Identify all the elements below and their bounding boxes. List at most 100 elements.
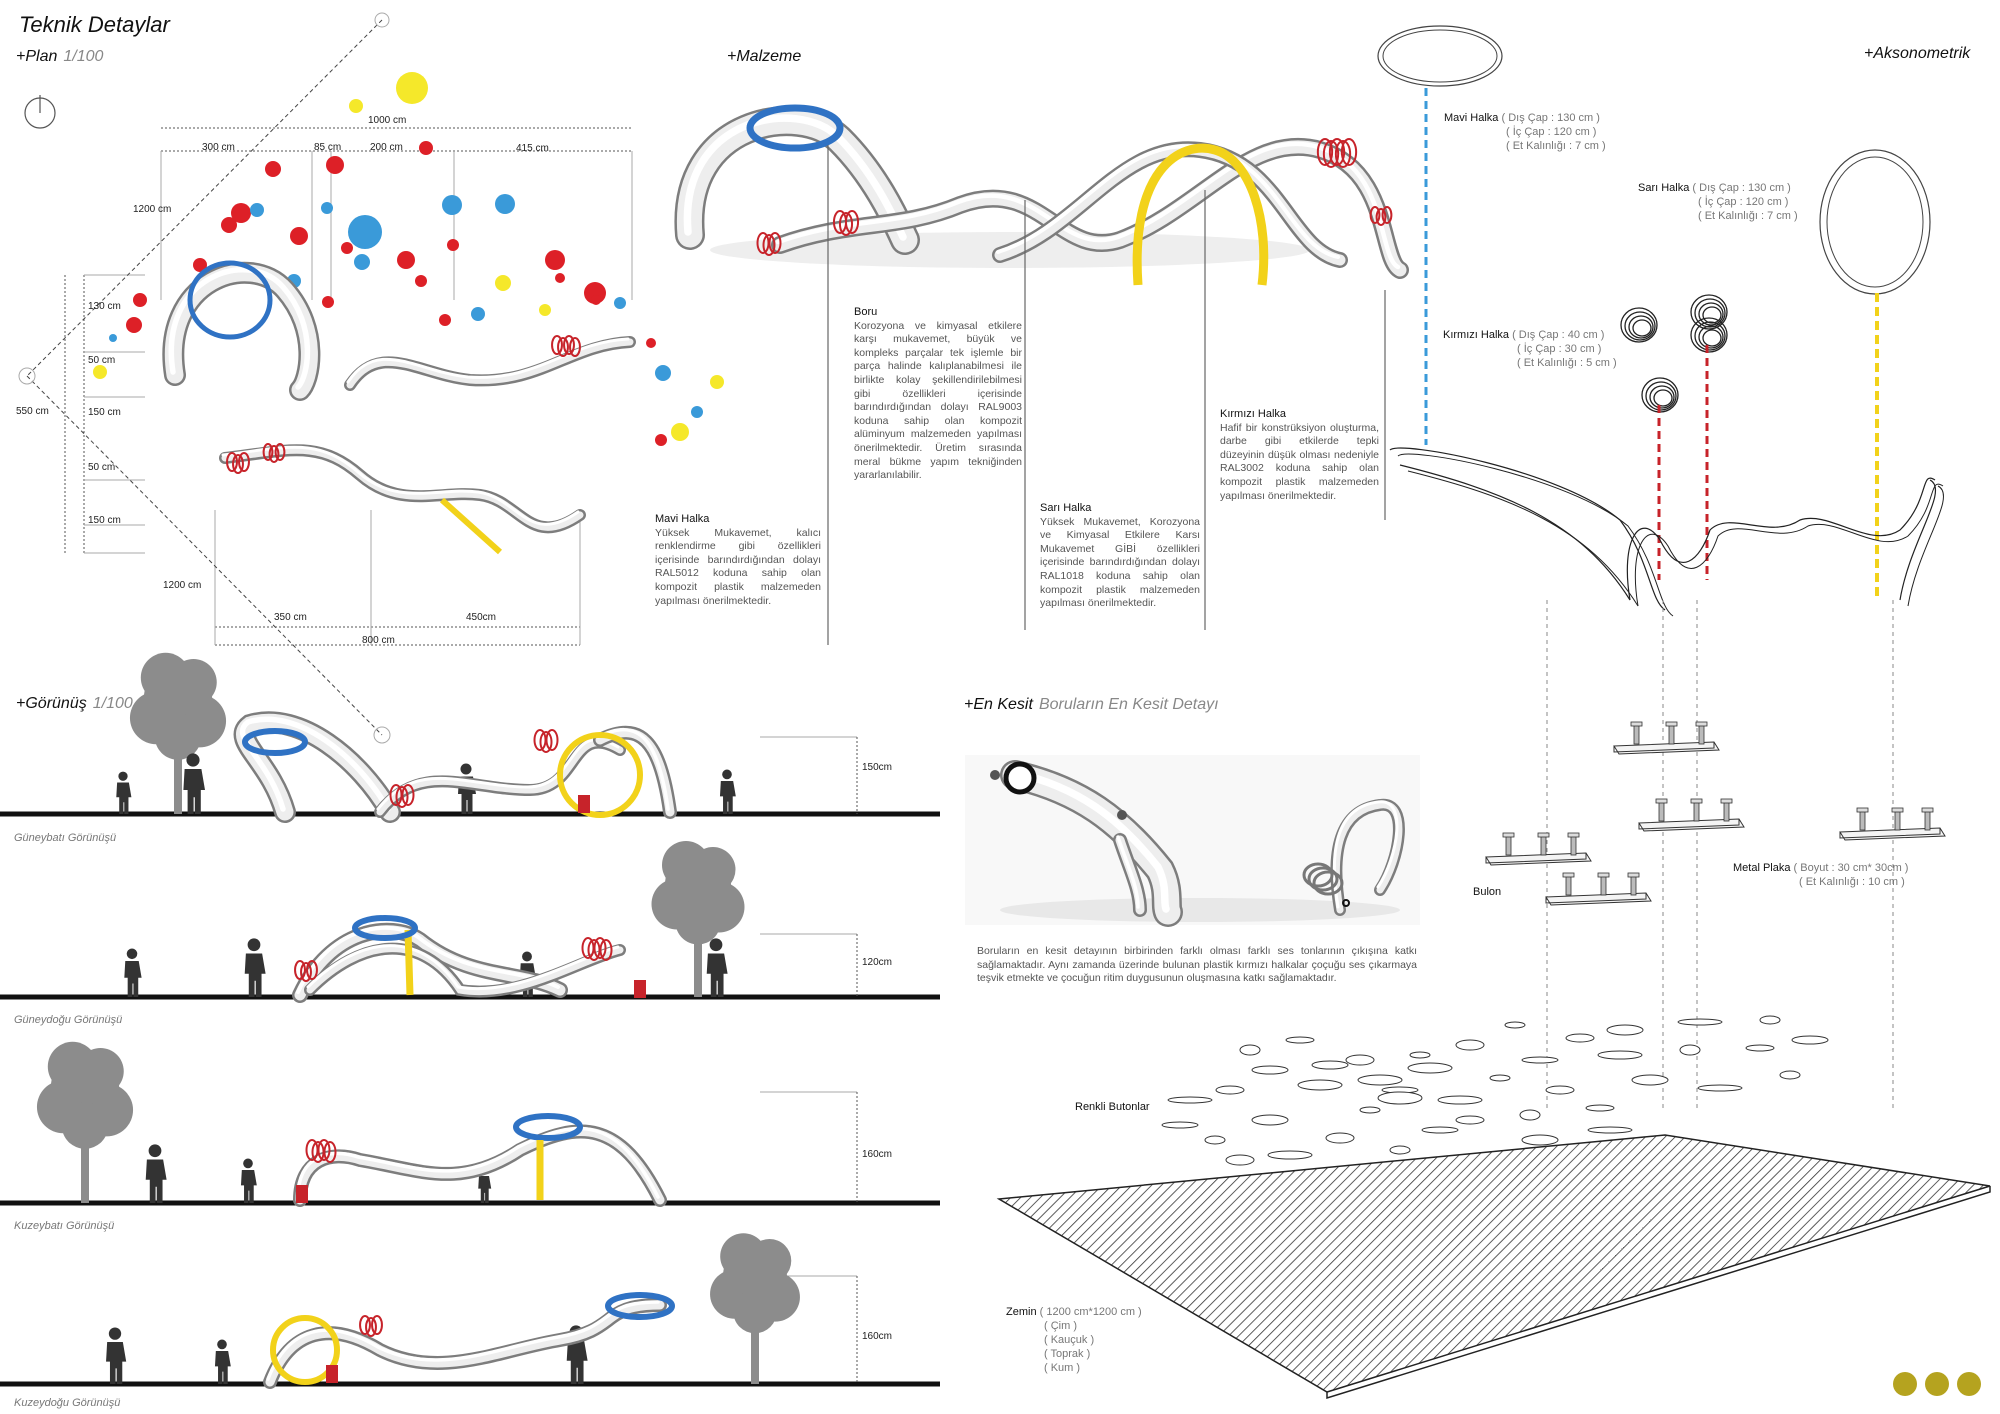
dim-total-depth: 550 cm — [16, 406, 49, 417]
red-ring-icon — [296, 1185, 308, 1203]
spec-line: ( Toprak ) — [1044, 1348, 1091, 1360]
red-ring-outline — [1702, 306, 1722, 324]
bolt-head — [1627, 872, 1640, 878]
play-button-dot — [591, 295, 601, 305]
person-head — [460, 763, 472, 775]
colored-button-pad — [1345, 1054, 1375, 1066]
spec-line: ( 1200 cm*1200 cm ) — [1039, 1306, 1142, 1318]
person-silhouette — [106, 1342, 127, 1384]
play-button-dot — [322, 296, 334, 308]
play-button-dot — [193, 258, 207, 272]
tube-body — [221, 446, 584, 531]
plan-scale: 1/100 — [63, 48, 104, 65]
play-button-dot — [415, 275, 427, 287]
play-button-dot — [354, 254, 370, 270]
play-button-dot — [290, 227, 308, 245]
yellow-ring-icon — [404, 929, 414, 996]
colored-button-pad — [1225, 1154, 1255, 1166]
person-silhouette — [706, 953, 728, 997]
red-ring-icon — [593, 937, 607, 959]
bolt-icon — [1600, 874, 1607, 896]
play-button-dot — [109, 334, 117, 342]
colored-button-pad — [1455, 1115, 1485, 1125]
dim-depth-top: 1200 cm — [133, 204, 172, 215]
red-ring-icon — [306, 960, 318, 980]
elevation-height: 150cm — [862, 762, 893, 773]
red-ring-icon — [569, 337, 581, 357]
tube-outline — [1399, 464, 1631, 601]
spec-line: ( İç Çap : 120 cm ) — [1506, 126, 1597, 138]
play-button-dot — [545, 250, 565, 270]
dim-v5: 150 cm — [88, 515, 121, 526]
red-ring-icon — [326, 1365, 338, 1383]
person-head — [247, 938, 261, 952]
red-ring-icon — [232, 454, 244, 474]
page-indicator-dots — [1893, 1372, 1981, 1396]
red-ring-outline — [1653, 389, 1673, 407]
tube-highlight — [376, 738, 620, 811]
blue-ring-icon — [513, 1113, 583, 1141]
play-button-dot — [348, 215, 382, 249]
red-ring-icon — [262, 443, 274, 461]
play-button-dot — [614, 297, 626, 309]
bolt-icon — [1505, 834, 1512, 856]
colored-button-pad — [1389, 1145, 1411, 1155]
tube-highlight — [239, 716, 391, 812]
colored-button-pad — [1677, 1018, 1723, 1026]
spec-line: ( Kum ) — [1044, 1362, 1081, 1374]
red-ring-icon — [300, 962, 312, 982]
plan-drawing — [18, 12, 724, 744]
person-head — [186, 753, 200, 767]
red-ring-outline — [1628, 315, 1654, 339]
gorunus-scale: 1/100 — [92, 695, 133, 712]
red-ring-icon — [563, 335, 575, 355]
spec-name: Metal Plaka — [1733, 862, 1791, 874]
bolt-icon — [1924, 809, 1931, 831]
person-head — [126, 948, 138, 960]
person-silhouette — [240, 1170, 257, 1203]
play-button-dot — [265, 161, 281, 177]
play-button-dot — [231, 203, 251, 223]
play-button-dot — [126, 317, 142, 333]
elevation-drawings — [0, 652, 940, 1389]
play-button-dot — [646, 338, 656, 348]
person-silhouette — [183, 769, 206, 814]
tube-outline — [219, 444, 586, 534]
bolt-head — [1856, 807, 1869, 813]
tube-outline — [1634, 483, 1944, 607]
spec-line: ( İç Çap : 120 cm ) — [1698, 196, 1789, 208]
tube-body — [346, 338, 634, 389]
blue-ring-icon — [242, 728, 308, 756]
bolt-icon — [1540, 834, 1547, 856]
red-ring-icon — [1334, 140, 1352, 168]
red-ring-icon — [226, 452, 238, 472]
tube-cross-section — [1117, 810, 1127, 820]
red-ring-icon — [545, 729, 559, 751]
red-ring-icon — [599, 939, 613, 961]
dim-b-total: 800 cm — [362, 635, 395, 646]
dim-total-width: 1000 cm — [368, 115, 407, 126]
tube-outline — [1389, 447, 1666, 611]
material-title: Sarı Halka — [1040, 502, 1092, 514]
red-ring-icon — [578, 795, 590, 813]
person-head — [709, 938, 723, 952]
spec-line: ( Dış Çap : 40 cm ) — [1512, 329, 1605, 341]
tube-outline — [1626, 477, 1936, 601]
dim-v4: 50 cm — [88, 462, 116, 473]
play-button-dot — [655, 365, 671, 381]
spec-line: ( Boyut : 30 cm* 30cm ) — [1793, 862, 1909, 874]
play-button-dot — [221, 217, 237, 233]
colored-button-pad — [1545, 1085, 1575, 1095]
bolt-head — [1891, 807, 1904, 813]
tube-highlight — [168, 267, 311, 390]
person-head — [217, 1339, 227, 1350]
elevation-caption: Kuzeybatı Görünüşü — [14, 1220, 115, 1232]
spec-line: ( Et Kalınlığı : 7 cm ) — [1506, 140, 1606, 152]
red-ring-icon — [294, 960, 306, 980]
play-button-dot — [349, 99, 363, 113]
play-button-dot — [539, 304, 551, 316]
bolt-icon — [1658, 800, 1665, 822]
red-ring-icon — [557, 337, 569, 357]
dim-w2: 85 cm — [314, 142, 342, 153]
